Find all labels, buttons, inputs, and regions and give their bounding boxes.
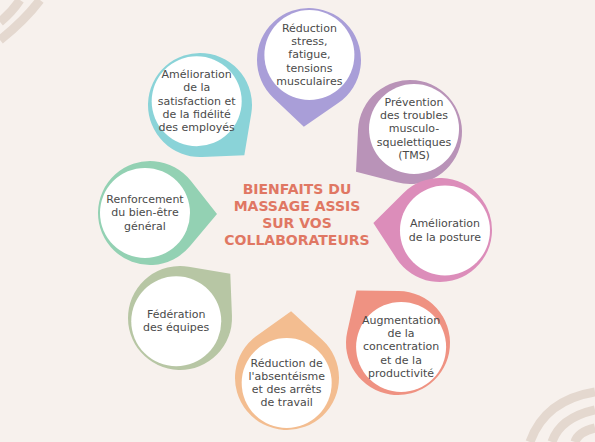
benefit-text: Fédération des équipes [136, 308, 216, 334]
benefit-bubble: Réduction de l'absentéisme et des arrêts… [217, 308, 357, 442]
benefit-bubble: Renforcement du bien-être général [80, 143, 220, 283]
benefit-text: Réduction de l'absentéisme et des arrêts… [247, 357, 327, 410]
benefit-text: Amélioration de la posture [405, 217, 485, 243]
benefit-bubble: Prévention des troubles musculo-squelett… [340, 62, 480, 202]
benefit-bubble: Fédération des équipes [110, 248, 250, 388]
benefit-bubble: Amélioration de la posture [370, 160, 510, 300]
diagram-title: BIENFAITS DU MASSAGE ASSIS SUR VOS COLLA… [222, 181, 372, 248]
benefit-text: Renforcement du bien-être général [105, 193, 185, 233]
benefit-text: Réduction stress, fatigue, tensions musc… [269, 22, 349, 88]
benefit-text: Prévention des troubles musculo-squelett… [374, 96, 454, 162]
benefit-bubble: Réduction stress, fatigue, tensions musc… [239, 0, 379, 130]
benefit-bubble: Amélioration de la satisfaction et de la… [130, 35, 270, 175]
benefit-bubble: Augmentation de la concentration et de l… [328, 273, 468, 413]
benefit-text: Augmentation de la concentration et de l… [361, 314, 441, 380]
benefit-text: Amélioration de la satisfaction et de la… [157, 68, 237, 134]
